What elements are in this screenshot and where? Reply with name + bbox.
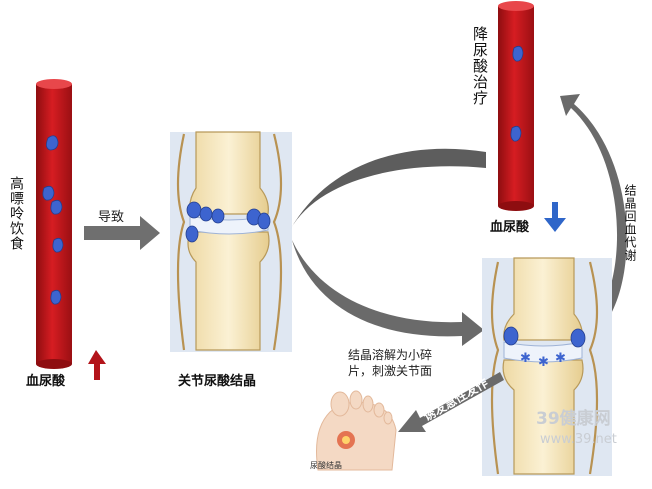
dissolve-caption-line2: 片，刺激关节面 — [348, 364, 433, 378]
urate-crystal — [50, 199, 63, 215]
urate-crystal — [570, 328, 586, 348]
crystal-fragment: ✱ — [520, 351, 531, 366]
dissolve-caption-line1: 结晶溶解为小碎 — [348, 348, 433, 362]
urate-crystal — [257, 212, 271, 230]
cause-label: 导致 — [98, 210, 125, 225]
high-purine-diet-label: 高嘌呤饮食 — [8, 176, 24, 251]
crystal-fragment: ✱ — [538, 355, 549, 370]
urate-crystal — [503, 326, 519, 346]
urate-crystal — [186, 201, 202, 219]
joint-with-crystals — [170, 131, 292, 352]
urate-crystal — [42, 185, 55, 201]
watermark-url: www.39.net — [540, 432, 617, 447]
treatment-arc-arrow-icon — [290, 148, 486, 230]
urate-crystal — [512, 45, 524, 62]
foot-crystal-label: 尿酸结晶 — [310, 461, 342, 470]
urate-crystal — [199, 206, 213, 222]
crystal-recycle-label: 结晶回血代谢 — [623, 184, 637, 262]
decrease-arrow-icon — [544, 202, 566, 232]
urate-crystal — [46, 135, 59, 151]
urate-crystal — [211, 208, 225, 224]
recycle-arc-arrow-icon — [560, 94, 627, 348]
dissolve-arc-arrow-icon — [292, 240, 484, 346]
joint-dissolving-crystals: ✱ ✱ ✱ — [482, 257, 612, 476]
increase-arrow-icon — [88, 350, 106, 380]
urate-crystal — [50, 289, 62, 305]
trigger-arrow-icon — [398, 372, 504, 432]
crystal-fragment: ✱ — [555, 351, 566, 366]
watermark-brand: 39健康网 — [536, 409, 611, 429]
urate-crystal — [52, 237, 64, 253]
urate-lowering-treatment-label: 降尿酸治疗 — [471, 26, 489, 106]
urate-crystal — [510, 125, 522, 142]
right-blood-vessel — [498, 1, 534, 211]
joint-crystal-caption: 关节尿酸结晶 — [178, 374, 257, 389]
blood-urate-left-label: 血尿酸 — [26, 374, 66, 389]
urate-crystal — [185, 225, 199, 243]
blood-urate-right-label: 血尿酸 — [490, 220, 530, 235]
foot-illustration — [316, 390, 397, 471]
left-blood-vessel — [36, 79, 72, 369]
cause-arrow-icon — [84, 216, 160, 250]
